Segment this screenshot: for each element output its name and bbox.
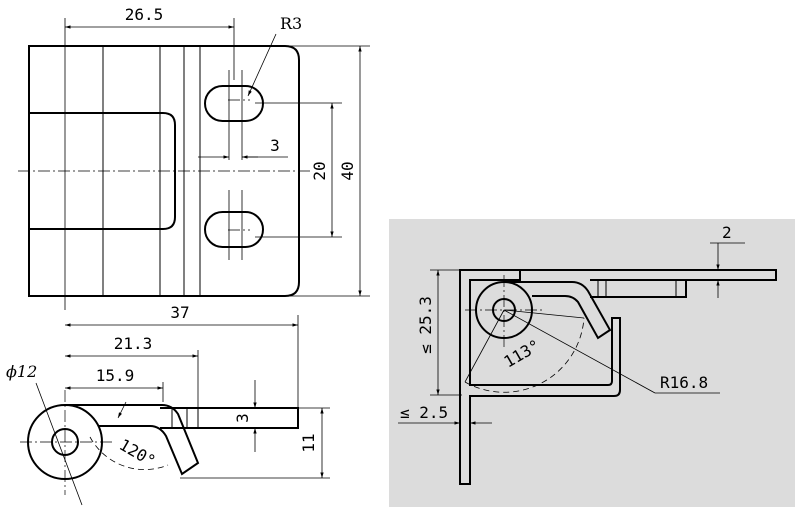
dim-label-r3: R3 — [280, 14, 302, 33]
detail-frame — [459, 269, 621, 485]
angle-arc-120 — [89, 436, 169, 470]
dim-label-40: 40 — [338, 161, 357, 180]
leader-r3 — [247, 33, 277, 97]
leader-r16-8 — [503, 309, 656, 394]
angle-arrow — [117, 401, 127, 419]
dim-label-2-5: ≤ 2.5 — [400, 403, 448, 422]
detail-top-flange — [590, 279, 687, 298]
dim-label-3: 3 — [270, 136, 280, 155]
side-flange — [160, 407, 299, 429]
angle-ray — [503, 309, 585, 319]
side-view: 37 21.3 15.9 ϕ12 120° 3 11 — [6, 303, 330, 506]
dim-label-26-5: 26.5 — [125, 5, 164, 24]
detail-arm — [504, 281, 612, 340]
dim-label-3-side: 3 — [233, 413, 252, 423]
side-leaf — [65, 404, 200, 476]
detail-panel — [389, 219, 795, 507]
dim-label-20: 20 — [310, 161, 329, 180]
front-view: 26.5 R3 3 20 40 — [18, 5, 370, 310]
mounting-slot-top — [204, 85, 264, 122]
leader-diameter — [35, 382, 83, 506]
dim-label-2: 2 — [722, 223, 732, 242]
mounting-slot-bottom — [204, 211, 264, 248]
angle-ray — [464, 309, 505, 383]
dim-label-11: 11 — [299, 433, 318, 452]
dim-label-15-9: 15.9 — [96, 366, 135, 385]
dim-label-25-3: ≤ 25.3 — [416, 296, 435, 354]
detail-view: 2 113° R16.8 ≤ 25.3 ≤ 2.5 — [389, 219, 795, 507]
dim-label-r16-8: R16.8 — [660, 373, 708, 392]
dim-label-diameter: ϕ12 — [6, 362, 37, 381]
angle-arc-113 — [464, 317, 585, 393]
dim-label-21-3: 21.3 — [114, 334, 153, 353]
dim-label-37: 37 — [170, 303, 189, 322]
